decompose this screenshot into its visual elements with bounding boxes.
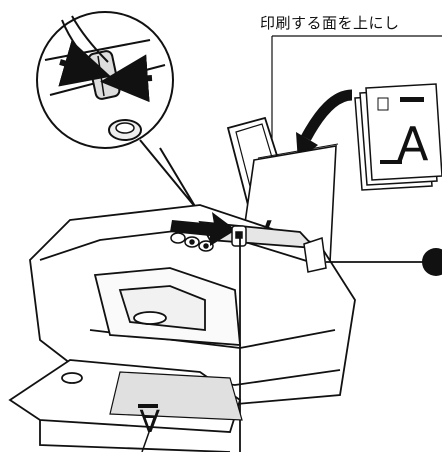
printer-body (29, 204, 356, 406)
loading-arrow (301, 89, 353, 141)
control-buttons (170, 232, 214, 252)
output-paper: A (109, 371, 243, 453)
paper-stack-letter: A (397, 117, 429, 171)
paper-guide-arrow (170, 212, 236, 246)
caption-print-side-up: 印刷する面を上にし (260, 14, 400, 32)
magnified-inset (36, 11, 197, 209)
right-tab (303, 237, 327, 273)
paper-stack-icon: A (354, 83, 442, 191)
output-paper-letter: A (139, 402, 160, 437)
callout-marker (422, 248, 442, 276)
paper-guide (231, 225, 247, 247)
